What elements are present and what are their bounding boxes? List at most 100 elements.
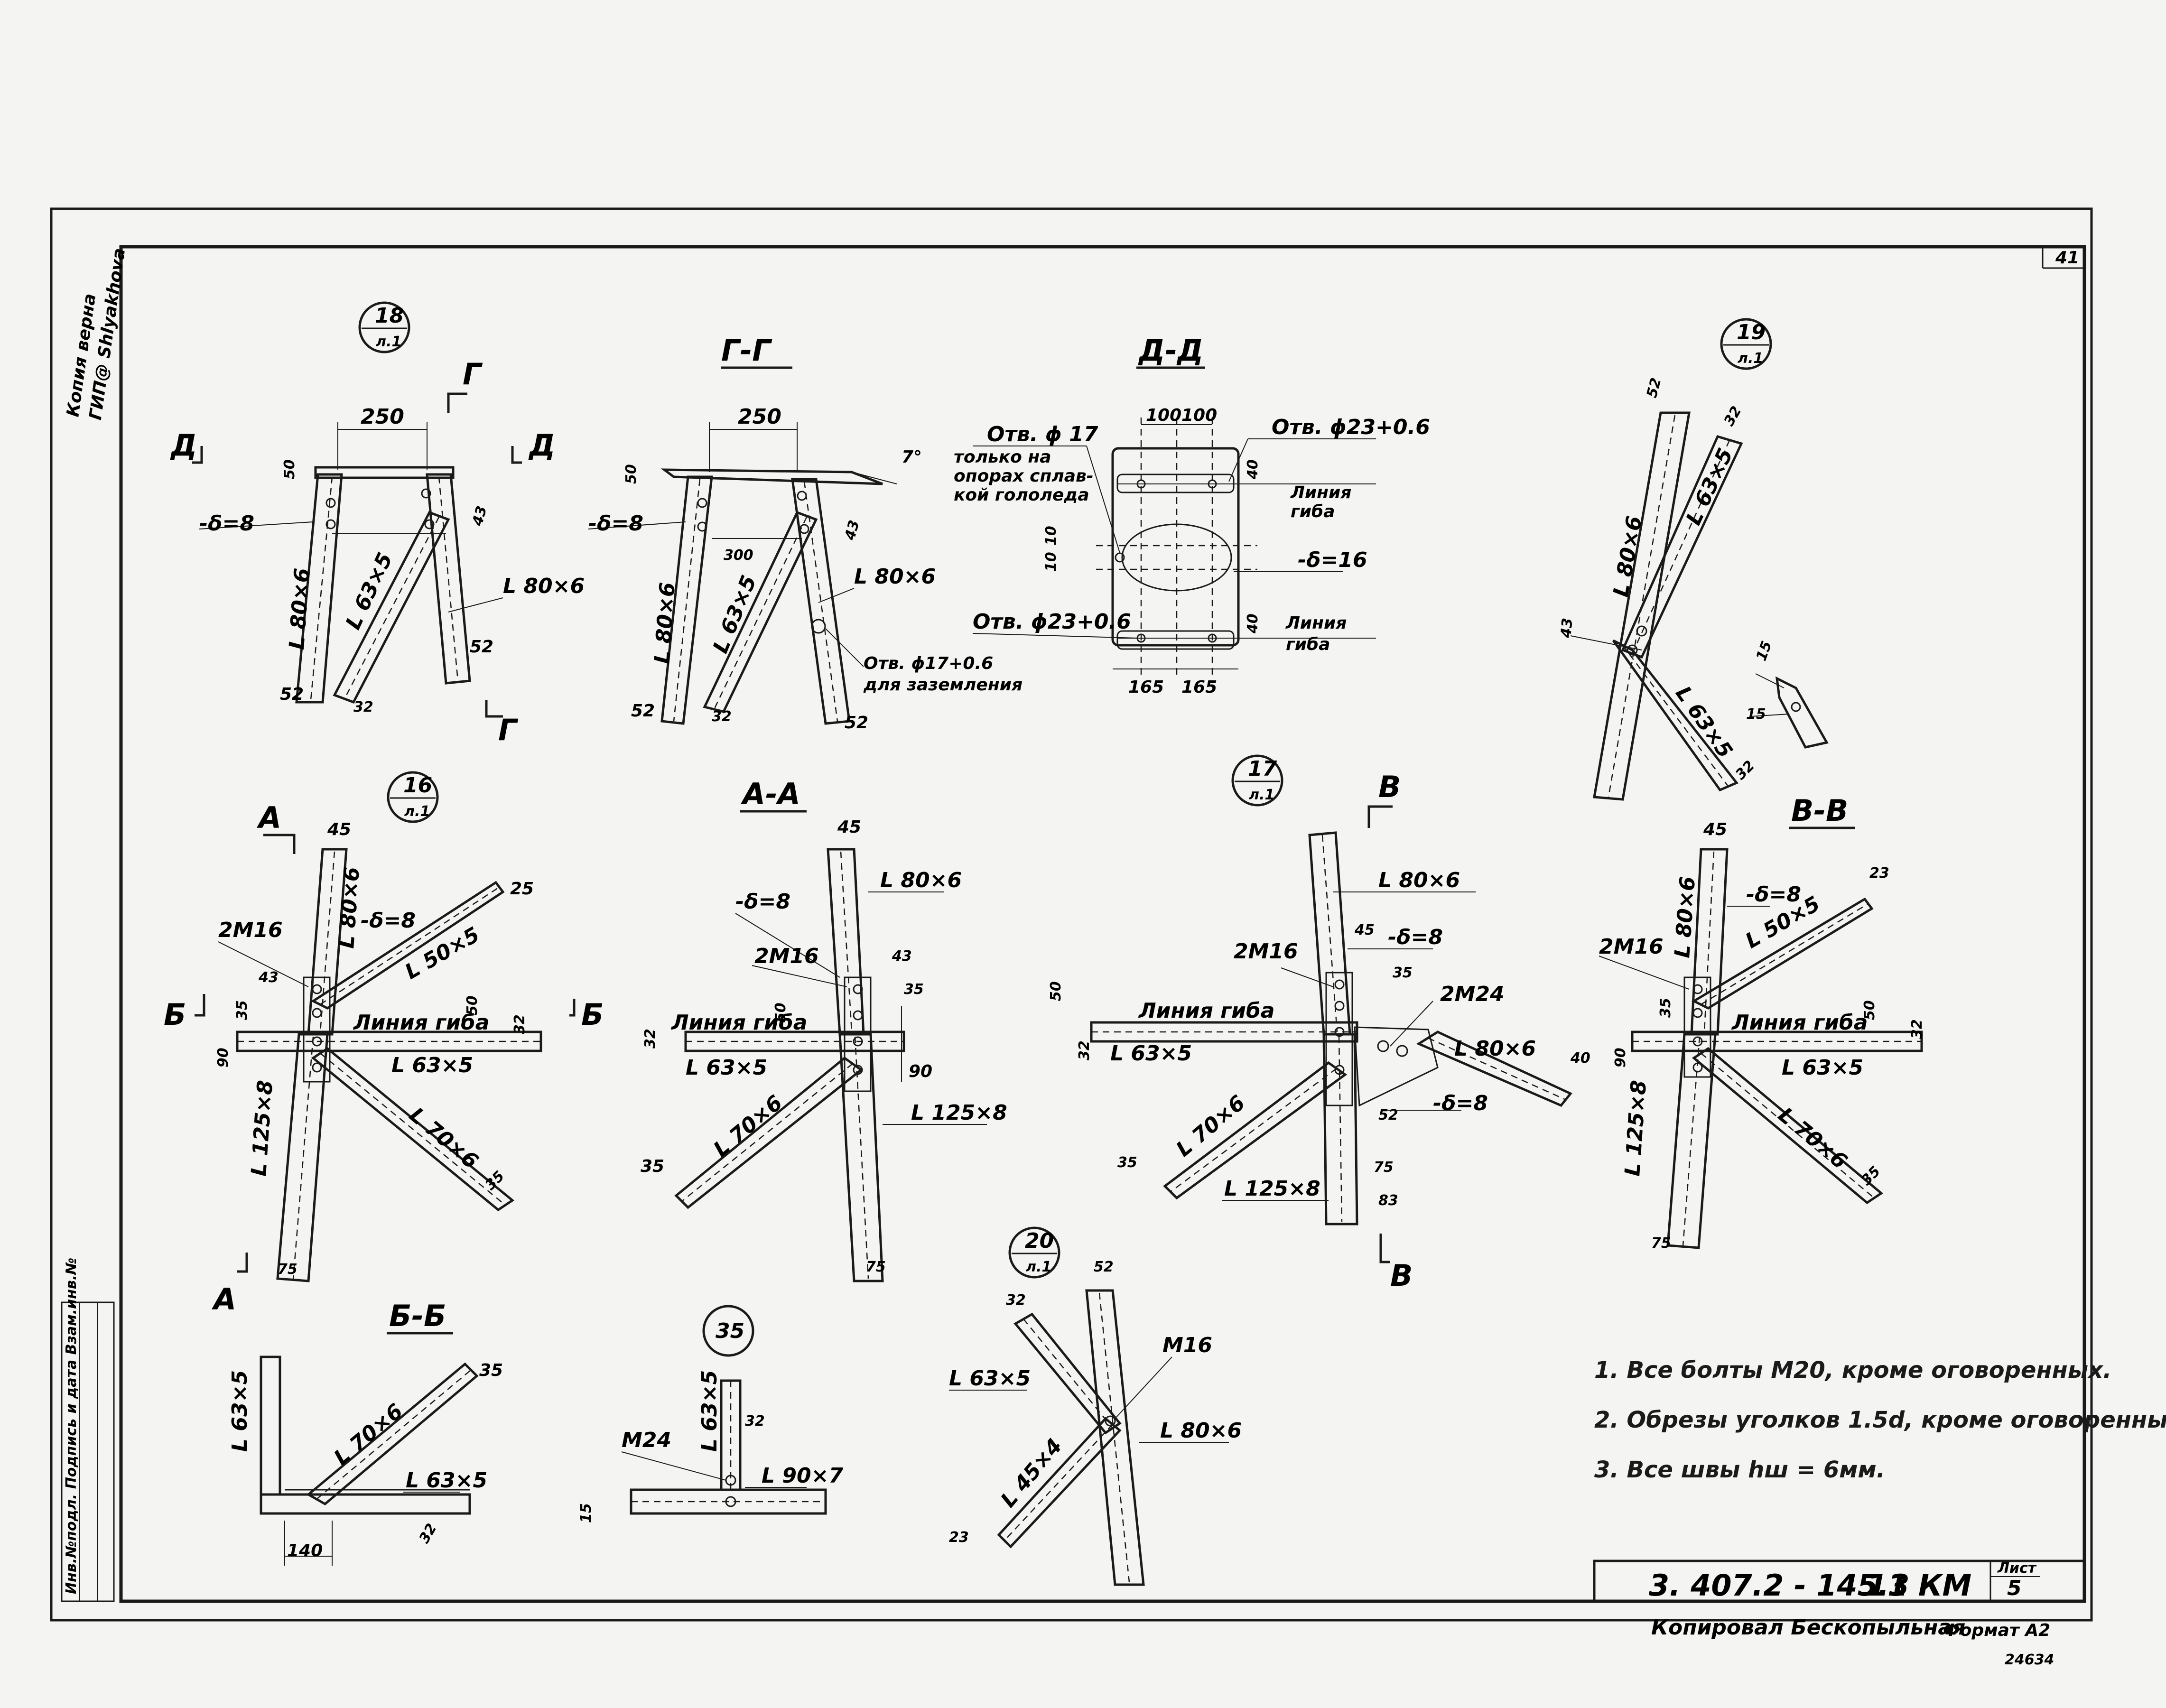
detail-16: 16 л.1 45 25 43 35 90 50 32 35 75 L 80×6…: [164, 771, 604, 1317]
svg-text:Б: Б: [581, 997, 604, 1032]
svg-text:40: 40: [1245, 459, 1261, 480]
svg-text:M16: M16: [1162, 1333, 1212, 1357]
svg-text:35: 35: [234, 1000, 251, 1020]
svg-text:2M16: 2M16: [1599, 935, 1664, 959]
svg-text:11 КМ: 11 КМ: [1867, 1568, 1971, 1603]
svg-text:250: 250: [738, 405, 781, 429]
svg-text:для заземления: для заземления: [863, 675, 1023, 695]
svg-text:L 80×6: L 80×6: [1454, 1037, 1536, 1061]
svg-text:Г-Г: Г-Г: [721, 333, 772, 368]
svg-text:L 80×6: L 80×6: [503, 574, 585, 598]
svg-text:Отв. ϕ17+0.6: Отв. ϕ17+0.6: [864, 654, 993, 673]
svg-text:L 80×6: L 80×6: [335, 866, 364, 949]
title-block: Лист 5 3. 407.2 - 145.3 11 КМ: [1593, 1559, 2086, 1603]
svg-text:-δ=16: -δ=16: [1298, 548, 1367, 572]
svg-text:Линия: Линия: [1285, 613, 1347, 633]
svg-text:L 90×7: L 90×7: [762, 1464, 843, 1488]
svg-text:л.1: л.1: [1738, 350, 1763, 367]
svg-text:А-А: А-А: [740, 777, 800, 811]
svg-text:50: 50: [772, 1003, 789, 1022]
svg-text:Отв. ϕ 17: Отв. ϕ 17: [987, 422, 1098, 446]
svg-text:L 125×8: L 125×8: [1224, 1177, 1320, 1201]
corner-note: Копия верна ГИП@ Shlyakhova: [63, 247, 129, 421]
svg-text:Линия гиба: Линия гиба: [670, 1011, 807, 1035]
svg-text:75: 75: [278, 1261, 297, 1278]
svg-text:32: 32: [642, 1029, 659, 1049]
svg-text:32: 32: [416, 1521, 440, 1546]
svg-text:L 63×5: L 63×5: [1782, 1056, 1863, 1080]
svg-text:140: 140: [287, 1541, 323, 1560]
svg-text:л.1: л.1: [1249, 787, 1274, 803]
svg-text:52: 52: [280, 685, 304, 704]
svg-text:16: 16: [403, 773, 432, 798]
svg-text:L 125×8: L 125×8: [1620, 1079, 1651, 1177]
svg-text:5: 5: [2007, 1576, 2022, 1600]
svg-text:-δ=8: -δ=8: [1746, 882, 1801, 907]
svg-text:-δ=8: -δ=8: [1388, 925, 1443, 949]
svg-text:75: 75: [1651, 1235, 1671, 1252]
section-dd: Д-Д 100 100 165 165 10 10 40 40 Отв. ϕ 1…: [954, 333, 1430, 697]
svg-text:52: 52: [470, 637, 493, 657]
svg-text:L 80×6: L 80×6: [1378, 868, 1460, 892]
svg-text:L 125×8: L 125×8: [911, 1101, 1007, 1125]
svg-text:15: 15: [578, 1503, 595, 1523]
svg-text:L 70×6: L 70×6: [329, 1399, 408, 1470]
svg-text:15: 15: [1753, 639, 1776, 663]
svg-text:40: 40: [1245, 613, 1261, 634]
svg-text:L 63×5: L 63×5: [949, 1366, 1031, 1391]
svg-text:15: 15: [1746, 706, 1766, 723]
svg-text:L 63×5: L 63×5: [1682, 445, 1738, 529]
svg-text:75: 75: [866, 1259, 886, 1275]
svg-text:23: 23: [949, 1529, 969, 1546]
svg-text:35: 35: [1117, 1154, 1137, 1171]
svg-text:165: 165: [1128, 678, 1164, 697]
svg-text:L 80×6: L 80×6: [650, 582, 680, 665]
svg-text:L 63×5: L 63×5: [1110, 1041, 1192, 1066]
svg-text:250: 250: [361, 405, 404, 429]
svg-text:18: 18: [375, 304, 404, 328]
svg-text:M24: M24: [622, 1428, 671, 1452]
svg-text:32: 32: [511, 1014, 528, 1034]
side-stamp: Инв.№подл. Подпись и дата Взам.инв.№: [63, 1258, 80, 1594]
detail-20: 20 л.1 32 52 23 L 63×5 M16 L 80×6 L 45×4: [949, 1226, 1242, 1586]
svg-text:-δ=8: -δ=8: [361, 909, 416, 933]
svg-text:45: 45: [327, 820, 351, 839]
svg-text:Линия гиба: Линия гиба: [1138, 999, 1274, 1023]
svg-text:50: 50: [1861, 1000, 1878, 1020]
svg-text:3. 407.2 - 145.3: 3. 407.2 - 145.3: [1649, 1568, 1909, 1603]
svg-text:32: 32: [1732, 757, 1758, 783]
note-2: 2. Обрезы уголков 1.5d, кроме оговоренны…: [1594, 1407, 2166, 1433]
svg-text:83: 83: [1378, 1192, 1398, 1209]
svg-text:Б: Б: [164, 997, 186, 1032]
svg-text:л.1: л.1: [404, 803, 430, 820]
svg-text:52: 52: [1378, 1107, 1398, 1123]
svg-text:35: 35: [1657, 998, 1674, 1018]
svg-text:кой гололеда: кой гололеда: [954, 485, 1089, 505]
svg-text:45: 45: [837, 817, 861, 837]
svg-text:гиба: гиба: [1291, 502, 1335, 521]
svg-text:165: 165: [1181, 678, 1217, 697]
sheet-corner-number: 41: [2055, 248, 2079, 268]
footer-format: Формат А2: [1943, 1621, 2050, 1640]
svg-text:32: 32: [1076, 1040, 1093, 1060]
svg-text:опорах сплав-: опорах сплав-: [954, 466, 1094, 486]
svg-text:L 70×6: L 70×6: [709, 1091, 787, 1162]
svg-text:43: 43: [842, 519, 863, 542]
svg-text:35: 35: [482, 1168, 508, 1193]
svg-text:Г: Г: [498, 713, 519, 747]
detail-17: 17 л.1 50 32 45 35 40 52 75 83 35 L 80×6…: [1048, 754, 1590, 1293]
svg-text:L 80×6: L 80×6: [1160, 1419, 1242, 1443]
svg-text:50: 50: [281, 459, 298, 479]
svg-text:Инв.№подл. Подпись и дата Взам: Инв.№подл. Подпись и дата Взам.инв.№: [63, 1258, 80, 1594]
svg-text:L 80×6: L 80×6: [1609, 514, 1647, 599]
svg-text:100: 100: [1181, 406, 1217, 425]
svg-text:л.1: л.1: [1026, 1259, 1051, 1275]
svg-text:52: 52: [845, 713, 868, 733]
svg-text:Б-Б: Б-Б: [389, 1299, 446, 1333]
svg-text:43: 43: [469, 504, 491, 528]
svg-text:л.1: л.1: [376, 334, 401, 350]
svg-text:Линия гиба: Линия гиба: [1731, 1011, 1868, 1035]
svg-text:Отв. ϕ23+0.6: Отв. ϕ23+0.6: [973, 610, 1131, 634]
svg-text:Д: Д: [528, 428, 555, 463]
